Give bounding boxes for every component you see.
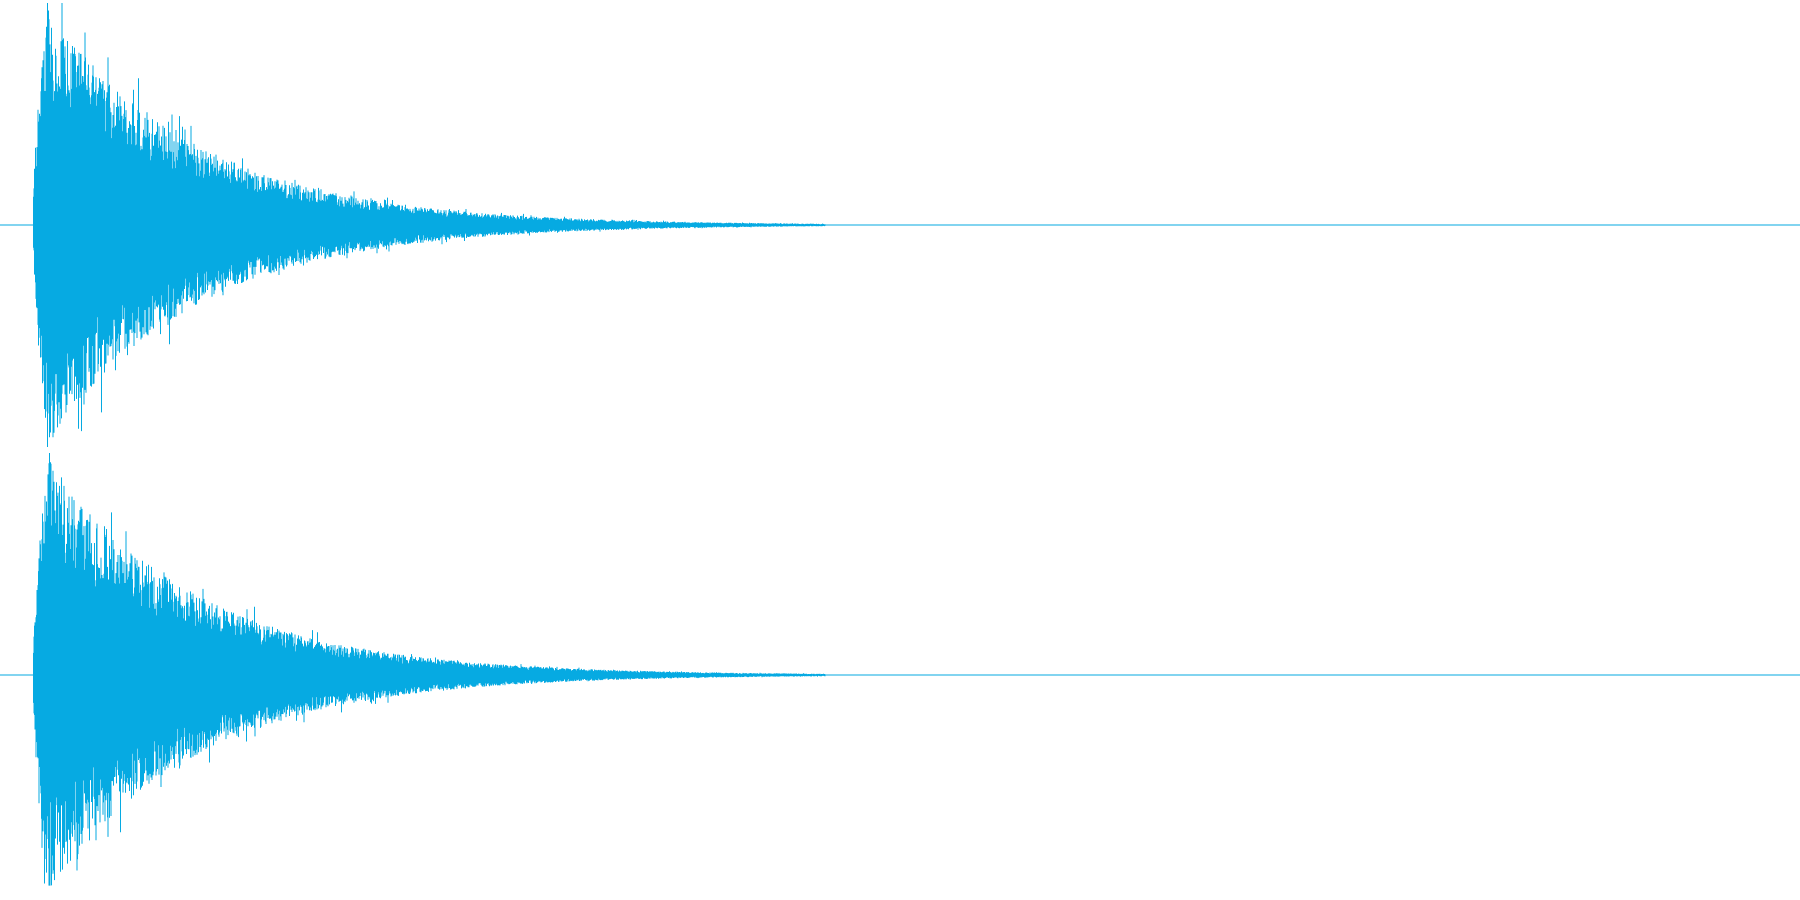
waveform-channel-bottom[interactable]: [0, 450, 1800, 900]
waveform-top: [33, 3, 826, 447]
waveform-channel-top[interactable]: [0, 0, 1800, 450]
waveform-bottom: [33, 453, 826, 886]
